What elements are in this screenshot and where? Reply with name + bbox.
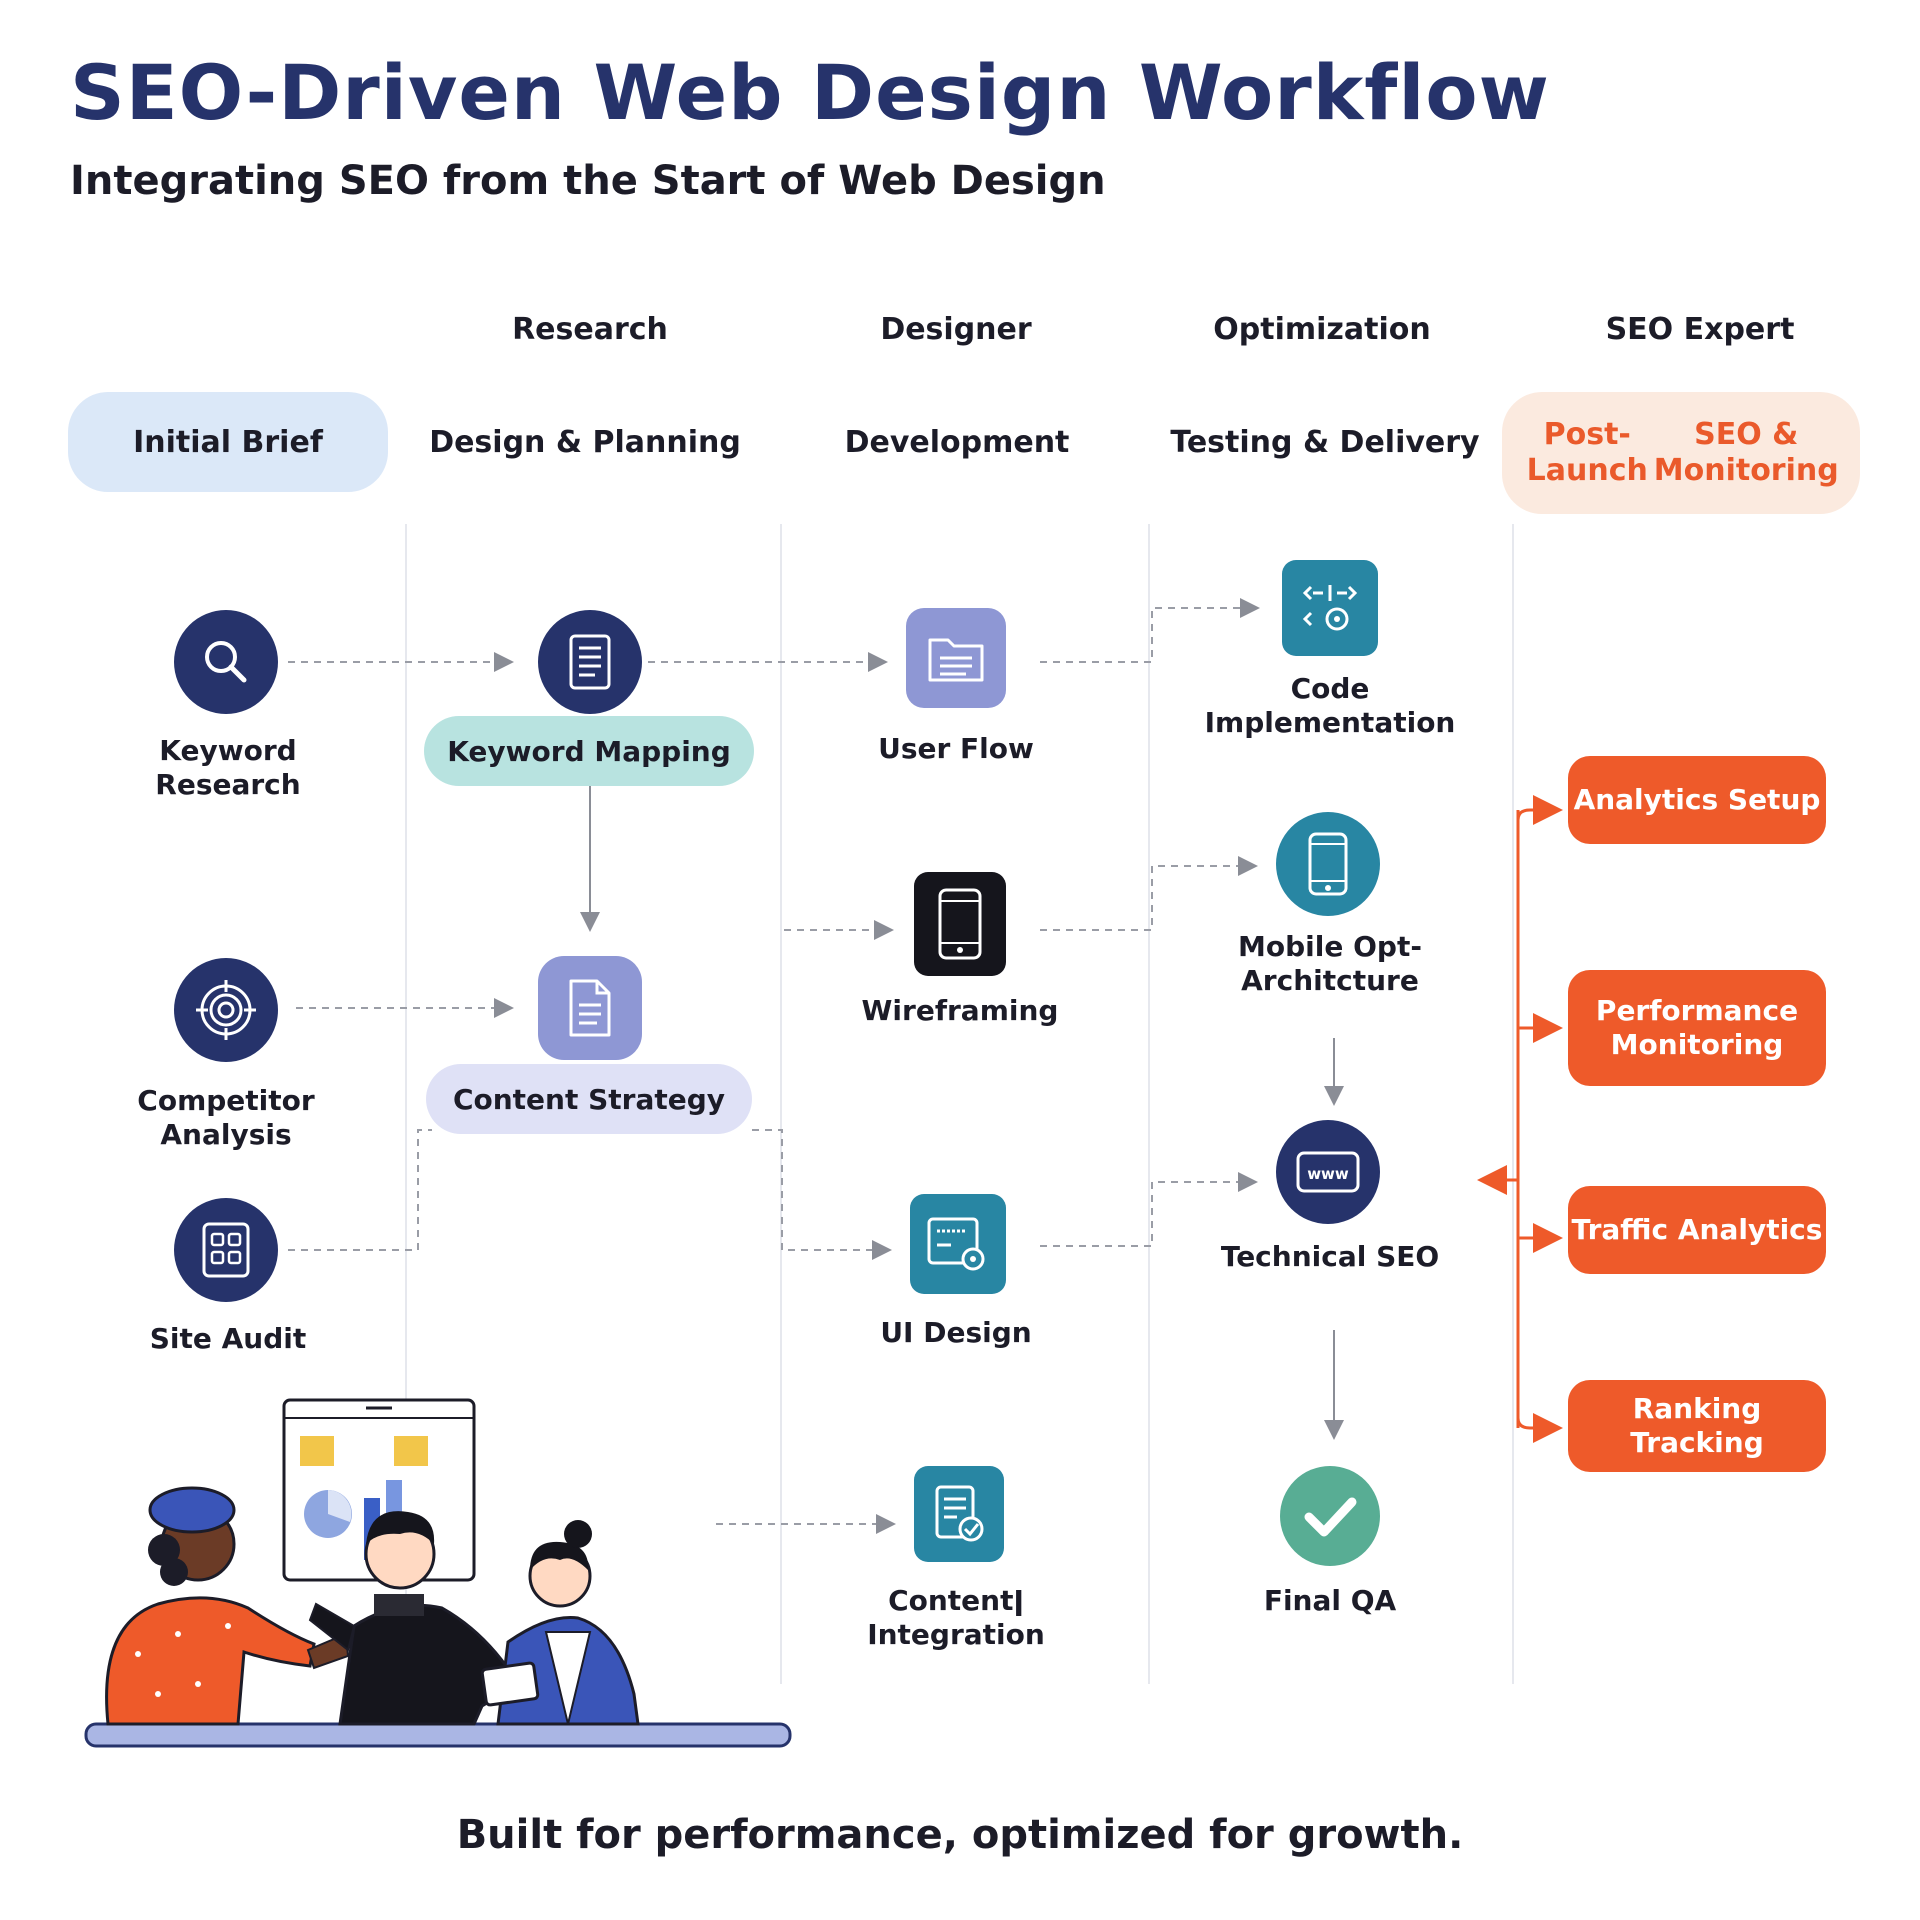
- column-divider: [405, 524, 407, 1684]
- arrow-strategy-to-uidesign: [752, 1129, 892, 1260]
- technical-seo-node: www: [1276, 1120, 1380, 1224]
- footer-tagline: Built for performance, optimized for gro…: [456, 1812, 1464, 1858]
- phase-post-launch-line2: SEO & Monitoring: [1653, 417, 1839, 488]
- keyword-mapping-pill: Keyword Mapping: [424, 716, 754, 786]
- mobile-opt-node: [1276, 812, 1380, 916]
- keyword-research-text: Keyword Research: [155, 734, 301, 801]
- checkmark-icon: [1304, 1497, 1357, 1537]
- role-designer: Designer: [880, 312, 1032, 347]
- column-divider: [780, 524, 782, 1684]
- performance-monitoring-box: Performance Monitoring: [1568, 970, 1826, 1086]
- keyword-research-label: Keyword Research: [118, 734, 338, 802]
- keyword-mapping-node: [538, 610, 642, 714]
- mobile-opt-line1: Mobile Opt-: [1238, 930, 1422, 963]
- arrow-wireframing-to-mobile: [1040, 856, 1258, 931]
- technical-seo-label: Technical SEO: [1220, 1240, 1440, 1273]
- www-icon: www: [1296, 1151, 1360, 1193]
- role-research: Research: [512, 312, 668, 347]
- site-audit-label: Site Audit: [149, 1322, 307, 1355]
- mobile-opt-line2: Architcture: [1241, 964, 1419, 997]
- site-audit-node: [174, 1198, 278, 1302]
- ui-design-label: UI Design: [880, 1316, 1032, 1349]
- phase-post-launch-line1: Post-Launch: [1526, 417, 1648, 488]
- code-implementation-label: Code Implementation: [1204, 672, 1456, 739]
- magnifier-icon: [205, 641, 247, 683]
- analytics-setup-box: Analytics Setup: [1568, 756, 1826, 844]
- final-qa-node: [1280, 1466, 1380, 1566]
- ranking-tracking-box: Ranking Tracking: [1568, 1380, 1826, 1472]
- phone-icon: [938, 888, 982, 960]
- document-icon: [569, 979, 611, 1037]
- arrow-uidesign-to-techseo: [1040, 1172, 1258, 1247]
- page-title: SEO-Driven Web Design Workflow: [70, 48, 1550, 137]
- role-seo-expert: SEO Expert: [1605, 312, 1795, 347]
- wireframing-label: Wireframing: [861, 994, 1059, 1027]
- target-icon: [196, 980, 256, 1040]
- content-strategy-node: [538, 956, 642, 1060]
- team-illustration: [84, 1398, 792, 1748]
- audit-grid-icon: [202, 1222, 250, 1278]
- content-integration-node: [914, 1466, 1004, 1562]
- content-strategy-pill: Content Strategy: [426, 1064, 752, 1134]
- role-optimization: Optimization: [1213, 312, 1431, 347]
- phase-design-planning: Design & Planning: [429, 424, 741, 460]
- mobile-opt-label: Mobile Opt- Architcture: [1200, 930, 1460, 998]
- document-icon: [569, 634, 611, 690]
- performance-line2: Monitoring: [1610, 1028, 1784, 1061]
- page-subtitle: Integrating SEO from the Start of Web De…: [70, 158, 1106, 204]
- content-integration-label: Contentǀ Integration: [867, 1584, 1045, 1651]
- user-flow-node: [906, 608, 1006, 708]
- ui-design-node: [910, 1194, 1006, 1294]
- keyword-research-node: [174, 610, 278, 714]
- column-divider: [1148, 524, 1150, 1684]
- design-gear-icon: [927, 1217, 985, 1271]
- phone-icon: [1308, 832, 1348, 896]
- performance-line1: Performance: [1595, 994, 1799, 1027]
- phase-testing-delivery: Testing & Delivery: [1170, 424, 1480, 460]
- doc-check-icon: [935, 1485, 984, 1542]
- final-qa-label: Final QA: [1263, 1584, 1397, 1617]
- phase-development: Development: [844, 424, 1070, 460]
- user-flow-label: User Flow: [878, 732, 1034, 765]
- folder-icon: [928, 638, 984, 682]
- competitor-analysis-node: [174, 958, 278, 1062]
- phase-initial-brief: Initial Brief: [68, 392, 388, 492]
- competitor-analysis-label: Competitor Analysis: [137, 1084, 315, 1151]
- arrow-to-ranking: [1516, 1413, 1563, 1443]
- svg-text:www: www: [1307, 1165, 1349, 1183]
- arrow-to-analytics: [1516, 795, 1563, 825]
- arrow-userflow-to-code: [1040, 598, 1260, 663]
- column-divider: [1512, 524, 1514, 1684]
- code-gear-icon: [1302, 585, 1358, 631]
- traffic-analytics-box: Traffic Analytics: [1568, 1186, 1826, 1274]
- code-implementation-node: [1282, 560, 1378, 656]
- arrow-siteaudit-to-strategy: [288, 1129, 432, 1251]
- wireframing-node: [914, 872, 1006, 976]
- phase-post-launch: Post-Launch SEO & Monitoring: [1502, 392, 1860, 514]
